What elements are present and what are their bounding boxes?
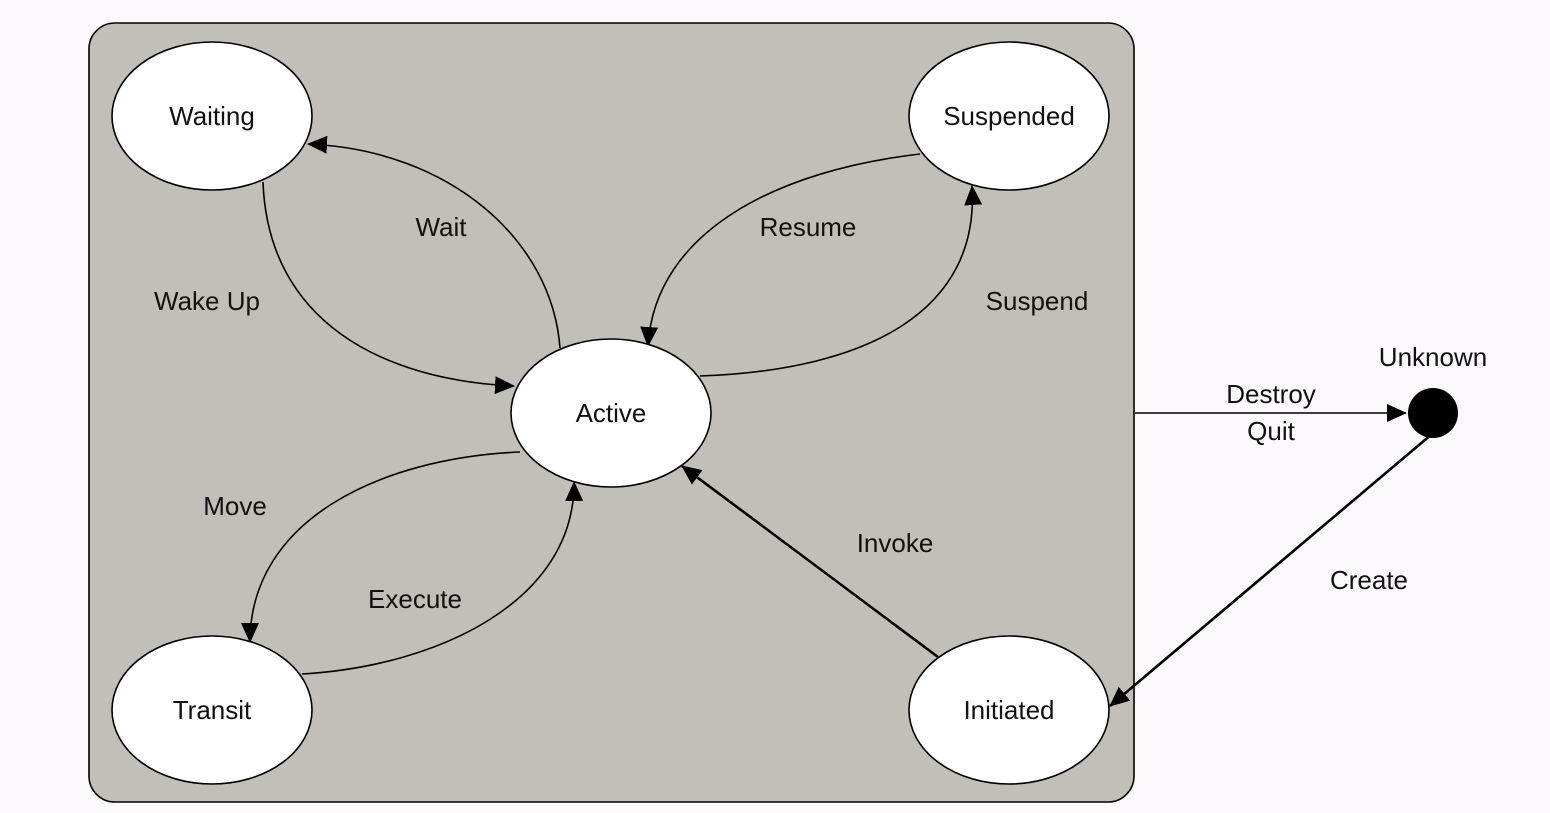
label-execute: Execute — [368, 584, 462, 614]
edge-create — [1109, 433, 1433, 707]
edge-move — [241, 451, 521, 643]
edge-invoke — [681, 464, 939, 659]
state-suspended-label: Suspended — [943, 101, 1075, 131]
edge-suspend — [699, 185, 983, 377]
edge-wait — [307, 135, 561, 349]
state-initiated: Initiated — [908, 635, 1110, 785]
edge-wake-up — [262, 181, 515, 395]
label-wake-up: Wake Up — [154, 286, 260, 316]
state-active: Active — [510, 338, 712, 488]
label-suspend: Suspend — [986, 286, 1089, 316]
state-transit: Transit — [111, 635, 313, 785]
label-quit: Quit — [1247, 416, 1295, 446]
label-move: Move — [203, 491, 267, 521]
label-wait: Wait — [415, 212, 467, 242]
label-resume: Resume — [760, 212, 857, 242]
label-invoke: Invoke — [857, 528, 934, 558]
label-destroy: Destroy — [1226, 379, 1316, 409]
state-transit-label: Transit — [173, 695, 252, 725]
state-unknown-label: Unknown — [1379, 342, 1487, 372]
unknown-terminal-node — [1408, 388, 1458, 438]
edge-execute — [301, 481, 584, 675]
label-create: Create — [1330, 565, 1408, 595]
edge-resume — [640, 153, 921, 347]
state-waiting-label: Waiting — [169, 101, 255, 131]
state-waiting: Waiting — [111, 41, 313, 191]
state-active-label: Active — [576, 398, 647, 428]
state-suspended: Suspended — [908, 41, 1110, 191]
state-initiated-label: Initiated — [963, 695, 1054, 725]
